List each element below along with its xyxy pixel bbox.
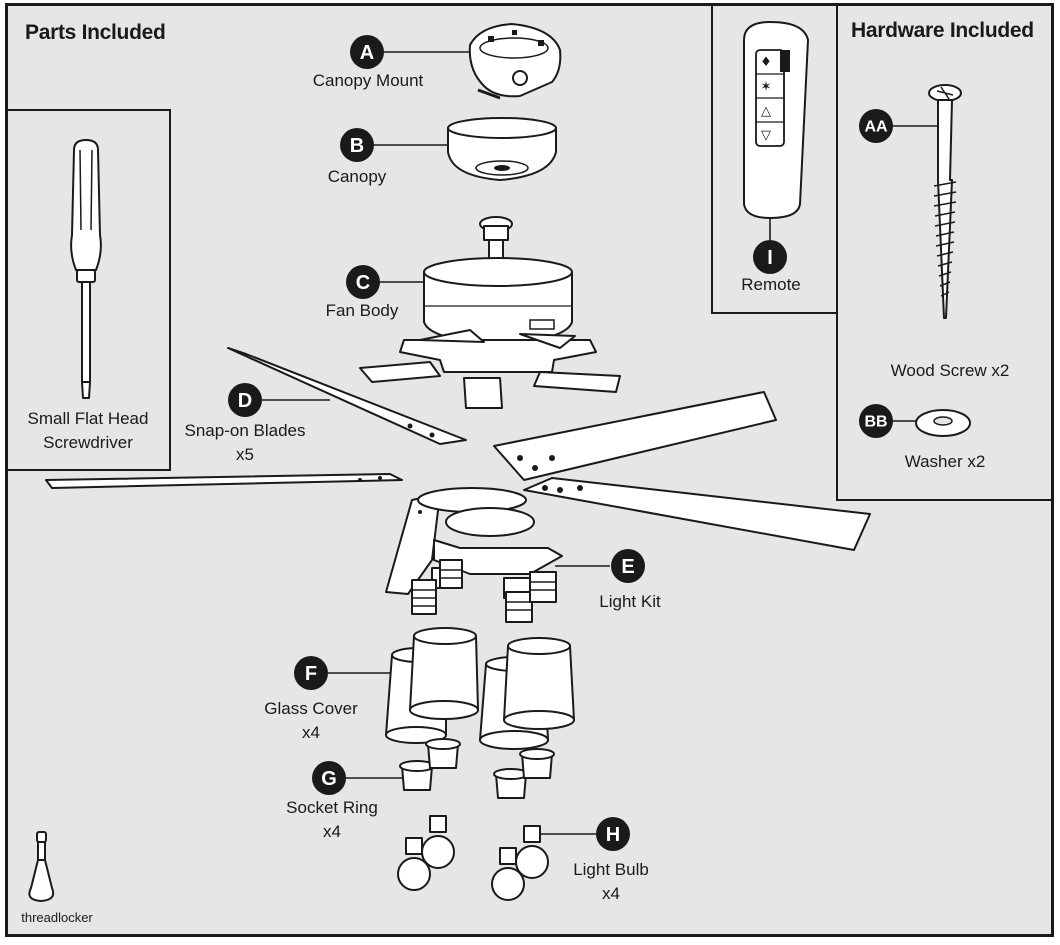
badge-g-letter: G (321, 768, 337, 790)
glass-cover-name: Glass Cover (264, 699, 358, 718)
remote-name: Remote (741, 275, 801, 294)
badge-bb-letter: BB (864, 414, 887, 431)
badge-e: E (611, 549, 645, 583)
canopy-mount-drawing (468, 23, 562, 100)
parts-included-heading: Parts Included (25, 21, 166, 44)
washer-label: Washer x2 (905, 450, 986, 474)
hardware-included-heading: Hardware Included (851, 19, 1034, 42)
washer-name: Washer x2 (904, 452, 986, 471)
socket-rings-drawing (399, 738, 555, 799)
canopy-name: Canopy (327, 167, 387, 186)
remote-label: Remote (741, 273, 801, 297)
badge-c-letter: C (356, 272, 370, 294)
socket-ring-name: Socket Ring (286, 798, 378, 817)
threadlocker-drawing (28, 831, 55, 902)
light-kit-label: Light Kit (599, 590, 660, 614)
badge-d-letter: D (238, 390, 252, 412)
glass-cover-qty: x4 (302, 723, 320, 742)
badge-a: A (350, 35, 384, 69)
snap-on-blades-qty: x5 (236, 445, 254, 464)
wood-screw-drawing (928, 84, 962, 319)
badge-e-letter: E (621, 556, 634, 578)
badge-f: F (294, 656, 328, 690)
badge-bb: BB (859, 404, 893, 438)
canopy-drawing (447, 117, 557, 181)
hardware-box (836, 3, 1054, 501)
threadlocker-name: threadlocker (21, 910, 93, 925)
threadlocker-label: threadlocker (21, 906, 93, 930)
washer-drawing (915, 409, 971, 437)
screwdriver-label: Small Flat Head Screwdriver (28, 407, 149, 455)
light-bulbs-drawing (397, 815, 549, 901)
leader-lines (262, 51, 938, 835)
badge-aa-letter: AA (864, 119, 888, 136)
screwdriver-line2: Screwdriver (43, 433, 133, 452)
fan-body-label: Fan Body (326, 299, 399, 323)
badge-i: I (753, 240, 787, 274)
light-kit-drawing (411, 487, 563, 623)
fan-body-name: Fan Body (325, 301, 399, 320)
screwdriver-box (5, 109, 171, 471)
socket-ring-qty: x4 (323, 822, 341, 841)
screwdriver-drawing (70, 139, 102, 399)
svg-text:✶: ✶ (760, 79, 772, 95)
remote-drawing: ♦ ✶ △ ▽ (743, 21, 809, 219)
blades-drawing (45, 347, 871, 595)
fan-body-drawing (359, 216, 621, 409)
light-bulb-qty: x4 (602, 884, 620, 903)
screwdriver-line1: Small Flat Head (27, 409, 149, 428)
badge-d: D (228, 383, 262, 417)
light-bulb-label: Light Bulb x4 (573, 858, 649, 906)
badge-c: C (346, 265, 380, 299)
snap-on-blades-label: Snap-on Blades x5 (185, 419, 306, 467)
canopy-mount-name: Canopy Mount (312, 71, 424, 90)
snap-on-blades-name: Snap-on Blades (184, 421, 306, 440)
wood-screw-label: Wood Screw x2 (891, 359, 1010, 383)
wood-screw-name: Wood Screw x2 (890, 361, 1010, 380)
badge-h-letter: H (606, 824, 620, 846)
canopy-mount-label: Canopy Mount (313, 69, 424, 93)
glass-cover-label: Glass Cover x4 (264, 697, 358, 745)
badge-g: G (312, 761, 346, 795)
badge-aa: AA (859, 109, 893, 143)
badge-b-letter: B (350, 135, 364, 157)
badge-a-letter: A (360, 42, 374, 64)
svg-text:△: △ (761, 104, 771, 119)
badge-h: H (596, 817, 630, 851)
badge-i-letter: I (767, 247, 773, 269)
light-bulb-name: Light Bulb (573, 860, 649, 879)
socket-ring-label: Socket Ring x4 (286, 796, 378, 844)
badge-f-letter: F (305, 663, 317, 685)
svg-text:▽: ▽ (761, 128, 771, 143)
canopy-label: Canopy (328, 165, 387, 189)
light-kit-name: Light Kit (599, 592, 661, 611)
badge-b: B (340, 128, 374, 162)
glass-covers-drawing (385, 627, 575, 750)
svg-text:♦: ♦ (760, 55, 772, 70)
